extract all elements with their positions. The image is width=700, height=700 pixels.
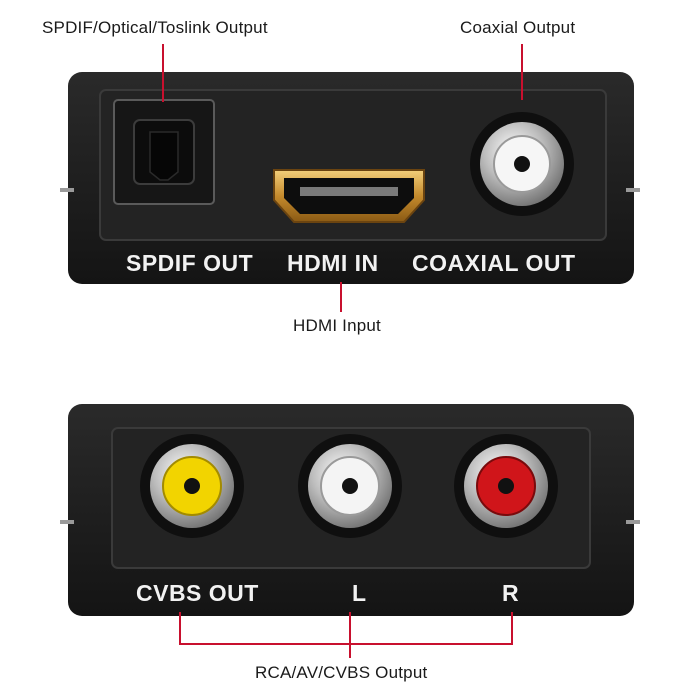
top-side-seam-right — [626, 188, 640, 192]
rca-bracket-line — [179, 612, 513, 645]
hdmi-in-label: HDMI IN — [287, 250, 379, 276]
top-side-seam-left — [60, 188, 74, 192]
hdmi-callout-text: HDMI Input — [293, 316, 381, 335]
cvbs-out-label: CVBS OUT — [136, 580, 259, 606]
top-faceplate — [99, 89, 607, 241]
rca-callout-text: RCA/AV/CVBS Output — [255, 663, 428, 682]
coaxial-output-jack — [470, 112, 574, 216]
spdif-optical-port — [113, 99, 215, 205]
bottom-side-seam-left — [60, 520, 74, 524]
audio-left-jack — [298, 434, 402, 538]
coaxial-callout-text: Coaxial Output — [460, 18, 576, 37]
top-device-panel — [60, 72, 640, 284]
audio-right-jack — [454, 434, 558, 538]
audio-right-label: R — [502, 580, 520, 606]
callout-lines — [162, 44, 523, 658]
spdif-out-label: SPDIF OUT — [126, 250, 254, 276]
bottom-device-panel — [60, 404, 640, 616]
hdmi-input-port — [273, 169, 425, 223]
coaxial-out-label: COAXIAL OUT — [412, 250, 576, 276]
bottom-side-seam-right — [626, 520, 640, 524]
cvbs-video-jack — [140, 434, 244, 538]
audio-left-label: L — [352, 580, 367, 606]
spdif-callout-text: SPDIF/Optical/Toslink Output — [42, 18, 268, 37]
